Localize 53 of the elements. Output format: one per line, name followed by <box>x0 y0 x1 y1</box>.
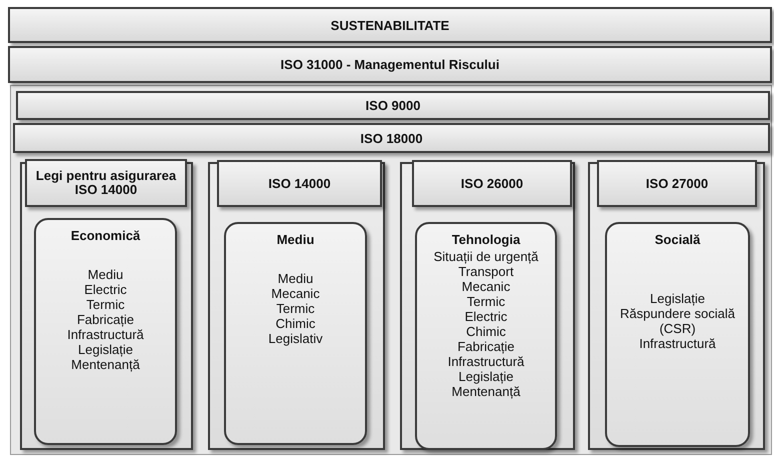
category-column <box>588 162 765 450</box>
list-item: Chimic <box>276 316 316 331</box>
header-label: ISO 27000 <box>646 176 708 190</box>
list-item: Electric <box>84 282 127 297</box>
list-item: Infrastructură <box>448 354 524 369</box>
header-label: ISO 31000 - Managementul Riscului <box>280 57 500 72</box>
list-item: Mentenanță <box>452 384 520 399</box>
list-item: Termic <box>86 297 125 312</box>
list-item: Mecanic <box>271 286 320 301</box>
list-item: Mentenanță <box>71 357 140 372</box>
list-item: Situații de urgență <box>434 249 538 264</box>
list-item: Legislație <box>650 291 705 306</box>
list-item: Chimic <box>466 324 506 339</box>
category-column <box>20 162 193 450</box>
list-item: Răspundere socială (CSR) <box>619 306 736 336</box>
rounded-panel <box>605 222 750 447</box>
list-item: Fabricație <box>76 312 134 327</box>
list-item: Termic <box>276 301 315 316</box>
standard-header <box>412 160 572 207</box>
header-label: ISO 18000 <box>360 130 423 146</box>
list-item: Mecanic <box>462 279 510 294</box>
list-item: Infrastructură <box>67 327 144 342</box>
panel-heading: Mediu <box>276 232 314 247</box>
category-column <box>400 162 575 450</box>
standard-header <box>597 160 757 207</box>
header-bar <box>8 7 772 43</box>
header-bar <box>13 123 770 153</box>
header-label: Legi pentru asigurarea ISO 14000 <box>34 169 178 197</box>
rounded-panel <box>415 222 557 450</box>
header-label: ISO 14000 <box>268 176 331 190</box>
list-item: Legislație <box>458 369 514 384</box>
rounded-panel <box>34 218 177 445</box>
list-item: Mediu <box>278 271 314 286</box>
list-item: Mediu <box>88 267 124 282</box>
panel-heading: Tehnologia <box>452 232 520 247</box>
header-bar <box>8 46 772 83</box>
header-bar <box>16 91 770 120</box>
header-label: ISO 9000 <box>366 98 420 113</box>
list-item: Fabricație <box>457 339 515 354</box>
list-item: Electric <box>464 309 508 324</box>
header-label: ISO 26000 <box>460 176 524 190</box>
rounded-panel <box>224 222 367 445</box>
panel-heading: Socială <box>654 232 700 247</box>
header-label: SUSTENABILITATE <box>330 18 450 32</box>
list-item: Termic <box>466 294 506 309</box>
list-item: Transport <box>458 264 514 279</box>
list-item: Legislativ <box>268 331 323 346</box>
category-column <box>208 162 385 450</box>
panel-heading: Economică <box>70 228 140 243</box>
list-item: Legislație <box>78 342 133 357</box>
standard-header <box>217 160 382 207</box>
standard-header <box>25 159 187 207</box>
list-item: Infrastructură <box>639 336 716 351</box>
